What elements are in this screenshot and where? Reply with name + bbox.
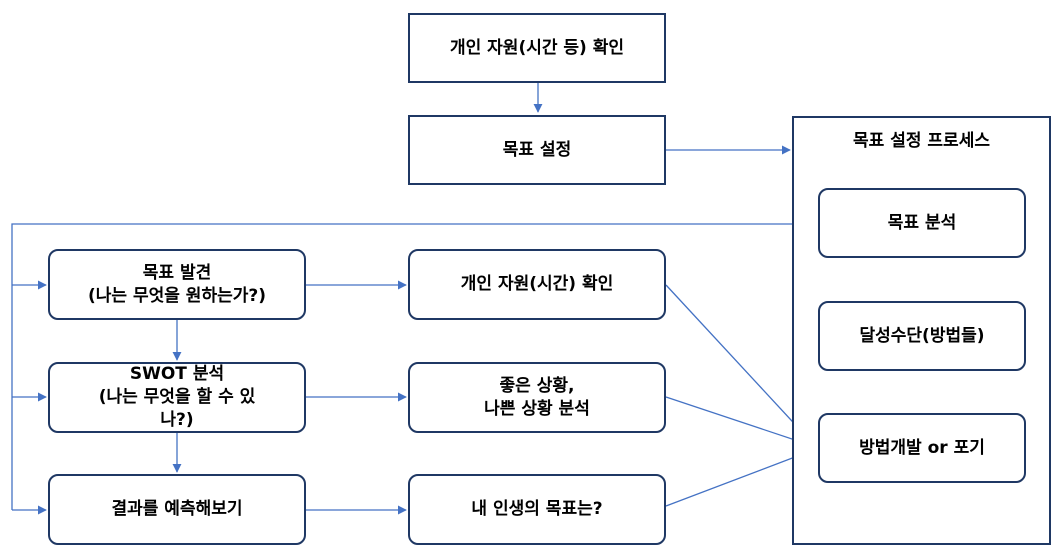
goal-analysis-box: 목표 분석 (818, 188, 1026, 258)
life-goal-label: 내 인생의 목표는? (471, 499, 603, 520)
goal-analysis-label: 목표 분석 (887, 212, 957, 233)
personal-resources-box: 개인 자원(시간 등) 확인 (408, 13, 666, 83)
situation-analysis-label: 좋은 상황, 나쁜 상황 분석 (484, 375, 590, 419)
arrow-situation-to-develop (665, 396, 817, 449)
goal-discovery-box: 목표 발견 (나는 무엇을 원하는가?) (48, 249, 306, 320)
personal-resources-label: 개인 자원(시간 등) 확인 (449, 37, 625, 58)
personal-resources-mid-box: 개인 자원(시간) 확인 (408, 249, 666, 320)
predict-results-label: 결과를 예측해보기 (111, 499, 243, 520)
swot-box: SWOT 분석 (나는 무엇을 할 수 있 나?) (48, 362, 306, 433)
goal-discovery-label: 목표 발견 (나는 무엇을 원하는가?) (88, 262, 266, 306)
process-title: 목표 설정 프로세스 (853, 131, 990, 151)
develop-or-quit-box: 방법개발 or 포기 (818, 413, 1026, 483)
goal-setting-label: 목표 설정 (502, 139, 572, 160)
arrow-resources-to-develop (665, 284, 817, 448)
goal-setting-box: 목표 설정 (408, 115, 666, 185)
means-box: 달성수단(방법들) (818, 301, 1026, 371)
personal-resources-mid-label: 개인 자원(시간) 확인 (460, 274, 614, 295)
predict-results-box: 결과를 예측해보기 (48, 474, 306, 545)
situation-analysis-box: 좋은 상황, 나쁜 상황 분석 (408, 362, 666, 433)
develop-or-quit-label: 방법개발 or 포기 (859, 437, 985, 458)
means-label: 달성수단(방법들) (859, 325, 985, 346)
arrow-life-goal-to-develop (665, 447, 817, 507)
swot-label: SWOT 분석 (나는 무엇을 할 수 있 나?) (98, 364, 256, 430)
life-goal-box: 내 인생의 목표는? (408, 474, 666, 545)
feedback-line-from-goal-analysis (11, 223, 818, 510)
